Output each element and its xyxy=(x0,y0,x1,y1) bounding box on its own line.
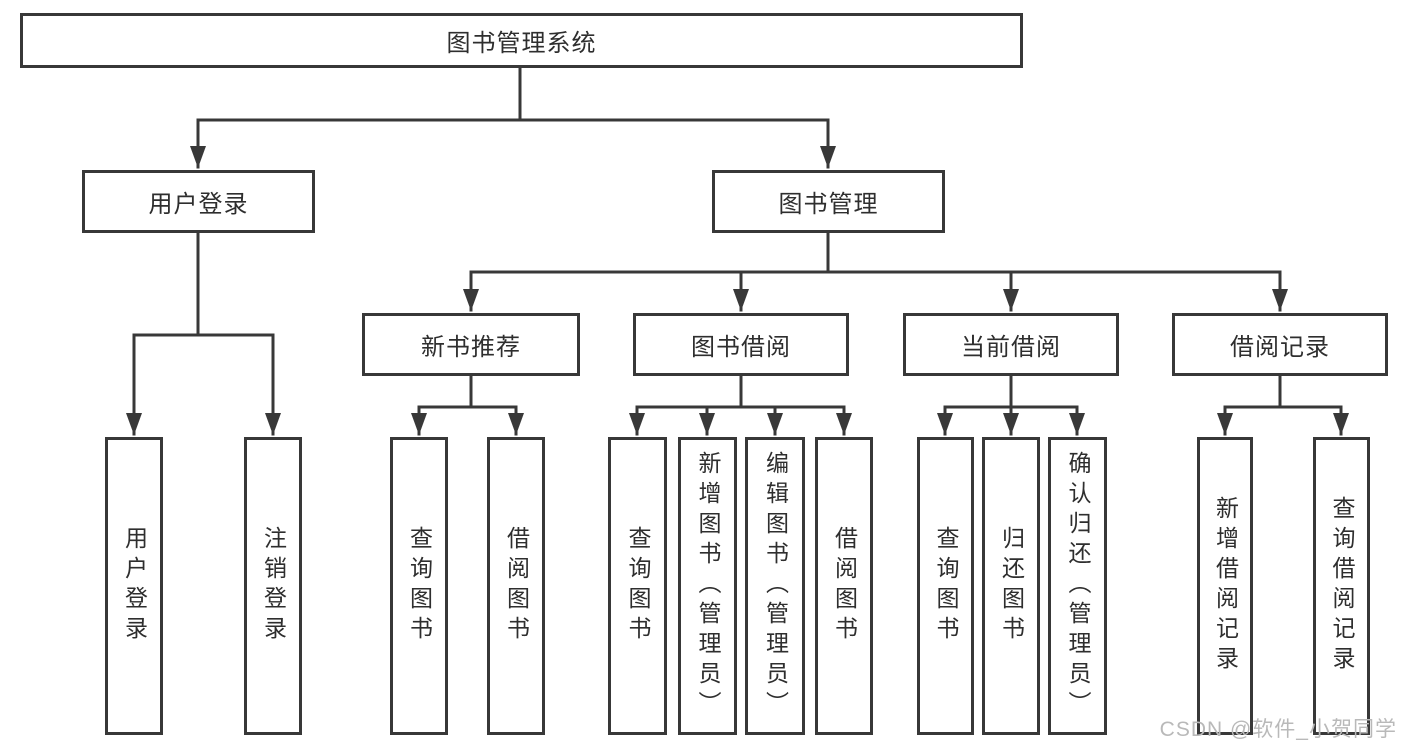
leaf-query-book-3: 查询图书 xyxy=(917,437,974,735)
leaf-borrow-book-2: 借阅图书 xyxy=(815,437,873,735)
node-borrow-record: 借阅记录 xyxy=(1172,313,1388,376)
csdn-watermark: CSDN @软件_小贺同学 xyxy=(1159,718,1397,741)
leaf-borrow-book-1: 借阅图书 xyxy=(487,437,545,735)
leaf-add-borrow-record: 新增借阅记录 xyxy=(1197,437,1253,735)
node-book-management: 图书管理 xyxy=(712,170,945,233)
leaf-query-book-1: 查询图书 xyxy=(390,437,448,735)
leaf-query-book-2: 查询图书 xyxy=(608,437,667,735)
node-root: 图书管理系统 xyxy=(20,13,1023,68)
leaf-edit-book-admin: 编辑图书（管理员） xyxy=(745,437,805,735)
node-current-borrow: 当前借阅 xyxy=(903,313,1119,376)
node-new-book-recommend: 新书推荐 xyxy=(362,313,580,376)
leaf-query-borrow-record: 查询借阅记录 xyxy=(1313,437,1370,735)
leaf-return-book: 归还图书 xyxy=(982,437,1040,735)
leaf-user-login: 用户登录 xyxy=(105,437,163,735)
leaf-add-book-admin: 新增图书（管理员） xyxy=(678,437,737,735)
node-user-login: 用户登录 xyxy=(82,170,315,233)
leaf-logout: 注销登录 xyxy=(244,437,302,735)
node-book-borrow: 图书借阅 xyxy=(633,313,849,376)
leaf-confirm-return-admin: 确认归还（管理员） xyxy=(1048,437,1107,735)
